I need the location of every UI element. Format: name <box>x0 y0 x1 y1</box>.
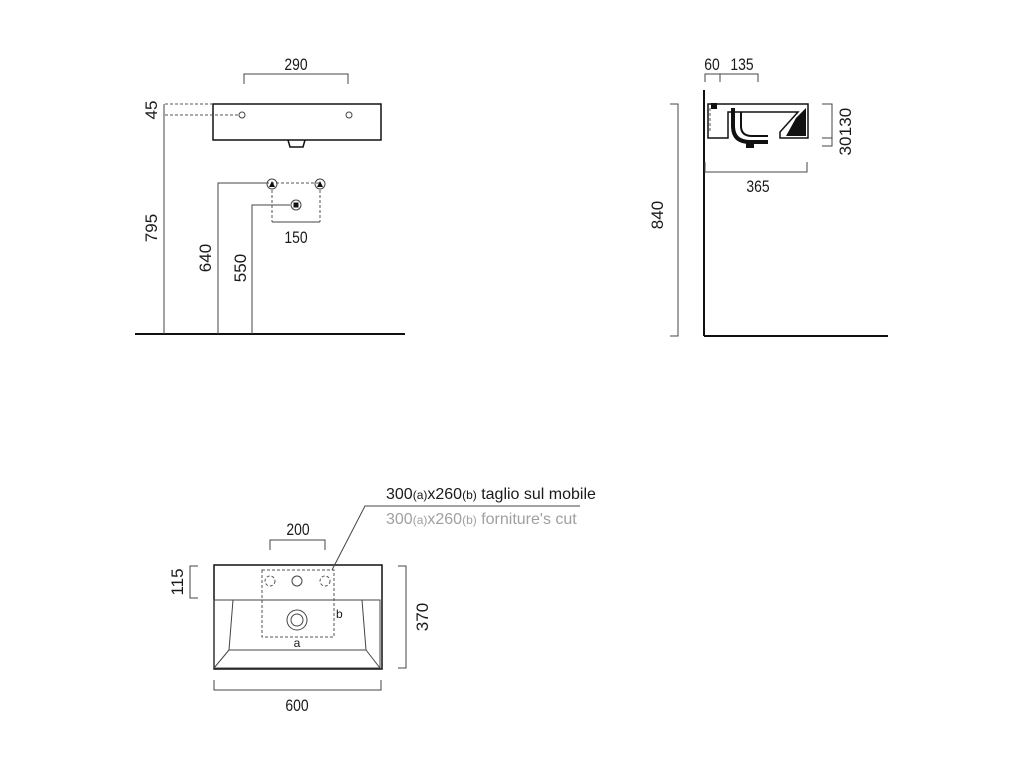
basin-front <box>212 103 382 141</box>
cut-note-english: 300(a)x260(b) forniture's cut <box>386 511 577 528</box>
dim-depth-label: 365 <box>746 178 769 197</box>
drain-stub <box>287 139 306 148</box>
dim-tap-depth-label: 135 <box>730 56 753 75</box>
cut-label-b: b <box>336 607 343 621</box>
siphon-trap <box>746 140 754 148</box>
supply-left-arrow-icon <box>269 181 275 187</box>
drain-icon <box>290 199 302 211</box>
drain-outer-icon <box>286 609 308 631</box>
drain-inner-icon <box>290 613 304 627</box>
dim-line-drain <box>251 204 290 334</box>
tap-hole-center-icon <box>291 575 303 587</box>
dim-line-width <box>243 73 349 84</box>
dim-top-offset-label: 45 <box>142 101 161 120</box>
dim-line-back-deck <box>189 565 198 599</box>
dim-top-depth-label: 370 <box>413 603 432 631</box>
bowl-corner-right <box>365 649 381 669</box>
dim-line-supply <box>217 182 266 334</box>
dim-rim-label: 30 <box>836 137 855 156</box>
tap-hole-left <box>238 111 246 119</box>
siphon-inner <box>740 112 768 137</box>
basin-rim-fill <box>786 108 806 136</box>
basin-section <box>707 103 809 139</box>
note-leader <box>331 505 580 571</box>
supply-left-icon <box>266 178 278 190</box>
cut-outline <box>261 569 335 638</box>
tap-hole-right-icon <box>319 575 331 587</box>
tap-hole-left-icon <box>264 575 276 587</box>
dim-back-deck-label: 115 <box>168 568 187 595</box>
dim-line-top-depth <box>398 565 407 669</box>
dim-spacing-label: 150 <box>284 229 308 248</box>
cut-note-italian: 300(a)x260(b) taglio sul mobile <box>386 486 596 503</box>
front-view: 290 45 795 640 550 150 <box>135 56 405 335</box>
dim-install-height-label: 840 <box>648 201 667 229</box>
tap-hole-right <box>345 111 353 119</box>
dim-total-height-label: 795 <box>142 214 161 242</box>
dim-basin-height-label: 130 <box>836 108 855 136</box>
cut-label-a: a <box>294 636 301 650</box>
dim-line-install-height <box>670 103 679 337</box>
tap-mark <box>711 103 717 109</box>
dim-line-top-width <box>213 680 382 691</box>
basin-top-outline <box>213 564 383 670</box>
dim-wall-offset-label: 60 <box>704 56 720 75</box>
dim-top-width-label: 600 <box>285 697 309 716</box>
supply-right-icon <box>314 178 326 190</box>
top-view: a b 200 115 370 600 300(a)x260(b) taglio… <box>168 486 596 715</box>
dim-line-depth <box>704 162 808 173</box>
side-view: 60 135 130 30 365 840 <box>648 56 888 337</box>
dim-width-label: 290 <box>284 56 308 75</box>
dim-supply-height-label: 640 <box>196 244 215 272</box>
dim-line-tap-spacing <box>269 539 326 550</box>
bowl-corner-left <box>213 649 230 669</box>
dim-drain-height-label: 550 <box>231 254 250 282</box>
dim-line-basin-height <box>822 103 833 147</box>
drain-square-icon <box>293 202 299 208</box>
dim-tap-spacing-label: 200 <box>286 521 310 540</box>
supply-right-arrow-icon <box>317 181 323 187</box>
dim-line-side-top <box>704 73 759 82</box>
